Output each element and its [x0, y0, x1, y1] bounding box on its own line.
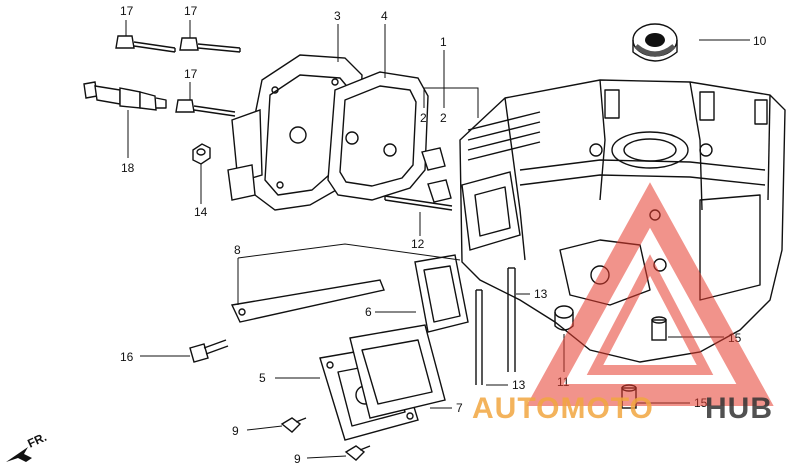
- long-stud-rear: [507, 267, 516, 372]
- breather-tube-housing: [414, 254, 469, 333]
- watermark-word-hub: HUB: [705, 392, 773, 425]
- callout-4: 4: [381, 9, 388, 23]
- dowel-pin-right-upper: [651, 316, 667, 341]
- callout-17b: 17: [184, 4, 198, 18]
- spark-plug: [83, 81, 167, 111]
- direction-label: FR.: [25, 430, 48, 451]
- leader-lines: [125, 20, 750, 459]
- flange-nut: [192, 143, 211, 165]
- flange-bolt-middle: [175, 99, 236, 117]
- callout-10: 10: [753, 34, 767, 48]
- callout-3: 3: [334, 9, 341, 23]
- callout-13a: 13: [534, 287, 548, 301]
- dowel-pin-upper: [421, 147, 446, 171]
- callout-13b: 13: [512, 378, 526, 392]
- watermark-triangle-inner: [586, 254, 714, 375]
- callout-12: 12: [411, 237, 425, 251]
- automotohub-watermark: [526, 182, 774, 406]
- watermark-word-automoto: AUTOMOTO: [472, 392, 654, 425]
- dowel-pin-lower: [427, 179, 452, 203]
- bracket-bolt: [189, 339, 229, 363]
- callout-2b: 2: [440, 111, 447, 125]
- callout-16: 16: [120, 350, 134, 364]
- callout-1: 1: [440, 35, 447, 49]
- callout-7: 7: [456, 401, 463, 415]
- flange-bolt-upper-left: [115, 35, 176, 53]
- watermark-text: AUTOMOTO HUB: [472, 392, 773, 425]
- callout-8: 8: [234, 243, 241, 257]
- front-direction-marker: FR.: [6, 430, 49, 462]
- stud-bolt: [384, 195, 453, 211]
- long-stud-front: [475, 289, 483, 385]
- watermark-triangle-outer: [526, 182, 774, 406]
- callout-17a: 17: [120, 4, 134, 18]
- oil-seal: [632, 23, 678, 62]
- bracket-strap: [230, 279, 385, 323]
- flange-bolt-upper-right: [179, 37, 241, 53]
- cover-bolt-lower: [344, 445, 371, 461]
- callout-14: 14: [194, 205, 208, 219]
- cover-bolt-upper: [280, 417, 307, 433]
- callout-2a: 2: [420, 111, 427, 125]
- callout-9b: 9: [294, 452, 301, 466]
- breather-gasket: [349, 324, 446, 419]
- head-cover-gasket: [327, 71, 429, 201]
- callout-18: 18: [121, 161, 135, 175]
- callout-6: 6: [365, 305, 372, 319]
- callout-17c: 17: [184, 67, 198, 81]
- callout-5: 5: [259, 371, 266, 385]
- callout-9a: 9: [232, 424, 239, 438]
